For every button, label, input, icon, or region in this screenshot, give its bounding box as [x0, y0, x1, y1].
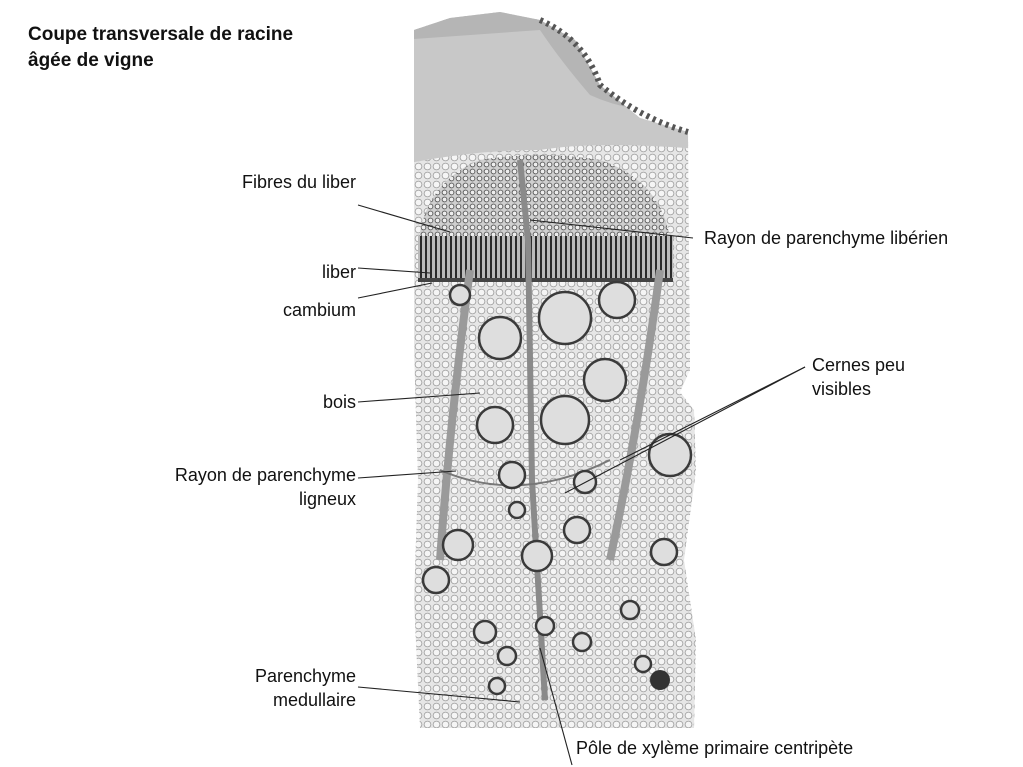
ray-center — [517, 159, 548, 701]
label-parenchyme-line-1: Parenchyme — [254, 666, 356, 686]
label-cambium: cambium — [282, 300, 356, 320]
cambium-line — [418, 278, 673, 282]
label-liber: liber — [321, 262, 356, 282]
title-line-2: âgée de vigne — [28, 50, 154, 71]
dark-cell-cluster — [650, 670, 670, 690]
leader-cernes-1 — [619, 366, 806, 461]
label-rayon-ligneux-line-2: ligneux — [298, 489, 356, 509]
label-pole-xyleme-primaire: Pôle de xylème primaire centripète — [576, 738, 854, 758]
label-parenchyme-medullaire: Parenchyme medullaire — [255, 664, 356, 712]
ray-left — [436, 269, 474, 561]
label-cernes-peu-visibles: Cernes peu visibles — [812, 353, 905, 401]
leader-cambium — [357, 282, 433, 299]
label-bois: bois — [322, 392, 356, 412]
label-parenchyme-line-2: medullaire — [272, 690, 356, 710]
title-line-1: Coupe transversale de racine — [28, 24, 294, 45]
phloem-band — [418, 236, 673, 280]
leader-liber — [357, 267, 431, 274]
label-cernes-line-1: Cernes peu — [812, 355, 906, 375]
leader-lines — [357, 204, 806, 766]
leader-pole-xyleme — [539, 647, 573, 766]
label-rayon-ligneux-line-1: Rayon de parenchyme — [174, 465, 356, 485]
label-fibres-du-liber: Fibres du liber — [241, 172, 356, 192]
label-cernes-line-2: visibles — [812, 379, 872, 399]
tissue-section — [414, 12, 696, 728]
figure-title: Coupe transversale de racine âgée de vig… — [28, 22, 293, 74]
leader-rayon-liberien — [529, 219, 694, 239]
ray-right — [606, 269, 664, 561]
leader-rayon-ligneux — [357, 470, 457, 479]
leader-parenchyme — [357, 686, 521, 703]
leader-bois — [357, 392, 481, 403]
leader-cernes-2 — [564, 366, 806, 494]
label-rayon-parenchyme-ligneux: Rayon de parenchyme ligneux — [175, 463, 356, 511]
leader-fibres-liber — [357, 204, 451, 233]
label-rayon-parenchyme-liberien: Rayon de parenchyme libérien — [704, 228, 949, 248]
phloem-fibres — [420, 155, 670, 238]
xylem-vessels — [421, 280, 693, 696]
bark-edge — [538, 17, 689, 135]
growth-ring — [439, 459, 611, 487]
